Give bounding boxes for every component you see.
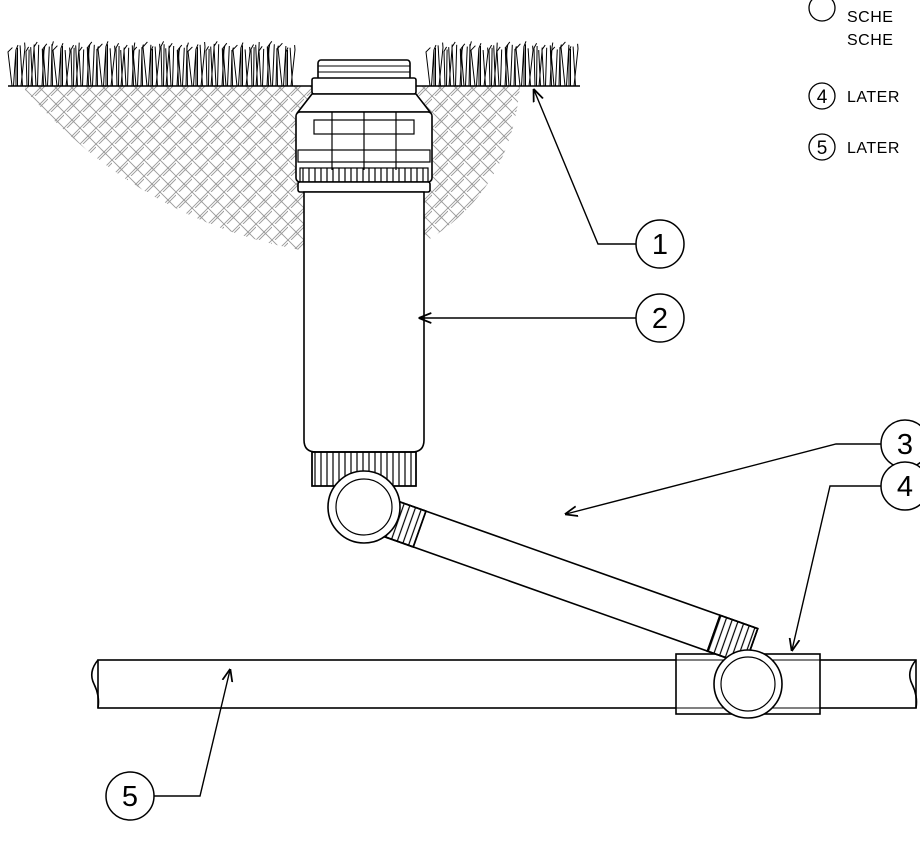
callout-2: 2 (635, 293, 685, 343)
svg-text:1: 1 (652, 229, 668, 261)
callout-3: 3 (880, 419, 920, 469)
svg-text:SCHE: SCHE (847, 32, 893, 49)
leader-3 (566, 443, 882, 514)
legend: SCHE SCHE 4 LATER 5 LATER (808, 0, 900, 161)
legend-item-4: 4 LATER (808, 82, 900, 110)
svg-text:SCHE: SCHE (847, 9, 893, 26)
svg-text:LATER: LATER (847, 89, 900, 106)
legend-item-3: SCHE SCHE (808, 0, 893, 49)
leader-5 (152, 670, 230, 797)
leader-1 (534, 90, 640, 245)
svg-text:5: 5 (122, 781, 138, 813)
callout-4: 4 (880, 461, 920, 511)
svg-text:5: 5 (817, 138, 828, 159)
soil-hatching (25, 86, 520, 250)
svg-text:4: 4 (817, 87, 828, 108)
callout-5: 5 (105, 771, 155, 821)
svg-text:3: 3 (897, 429, 913, 461)
legend-item-5: 5 LATER (808, 133, 900, 161)
turf-grass (7, 41, 579, 87)
svg-text:4: 4 (897, 471, 913, 503)
sprinkler-head (295, 59, 433, 507)
leader-lines (152, 90, 882, 797)
svg-text:LATER: LATER (847, 140, 900, 157)
callout-1: 1 (635, 219, 685, 269)
leader-4 (792, 485, 882, 650)
swing-pipe (327, 470, 783, 719)
svg-text:2: 2 (652, 303, 668, 335)
